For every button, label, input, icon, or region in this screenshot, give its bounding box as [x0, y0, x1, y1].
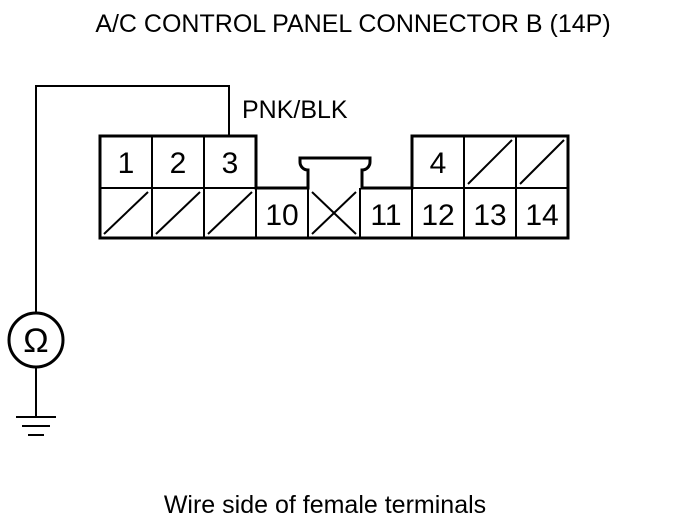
- pin-label-4: 4: [430, 147, 447, 180]
- pin-label-12: 12: [421, 199, 454, 232]
- probe-wire: [35, 85, 230, 312]
- pin-label-11: 11: [370, 199, 401, 232]
- wire-color-label: PNK/BLK: [242, 96, 348, 124]
- unused-cavity-marks: [103, 139, 565, 235]
- ohm-symbol: Ω: [23, 322, 48, 360]
- diagram-title: A/C CONTROL PANEL CONNECTOR B (14P): [95, 10, 610, 38]
- pin-label-14: 14: [525, 199, 558, 232]
- ground-icon: [16, 416, 56, 436]
- ohmmeter-icon: Ω: [7, 311, 65, 369]
- connector-grid: [100, 136, 568, 238]
- diagram-caption: Wire side of female terminals: [164, 491, 486, 519]
- pin-label-13: 13: [473, 199, 506, 232]
- pin-label-10: 10: [265, 199, 298, 232]
- pin-label-3: 3: [222, 147, 239, 180]
- pin-label-2: 2: [170, 147, 187, 180]
- pin-label-1: 1: [118, 147, 135, 180]
